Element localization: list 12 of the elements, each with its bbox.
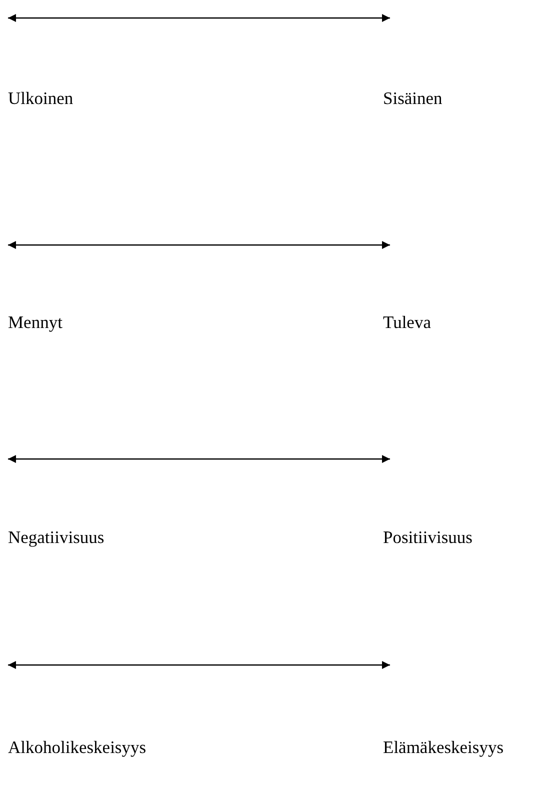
pole-label: Negatiivisuus [8, 527, 104, 548]
pole-label: Positiivisuus [383, 527, 472, 548]
pole-label: Mennyt [8, 312, 62, 333]
pole-label: Ulkoinen [8, 88, 74, 109]
double-arrow [8, 455, 390, 463]
pole-label: Sisäinen [383, 88, 442, 109]
double-arrow [8, 241, 390, 249]
double-arrow [8, 14, 390, 22]
pole-label: Alkoholikeskeisyys [8, 737, 146, 758]
double-arrow [8, 661, 390, 669]
pole-label: Tuleva [383, 312, 431, 333]
pole-label: Elämäkeskeisyys [383, 737, 504, 758]
